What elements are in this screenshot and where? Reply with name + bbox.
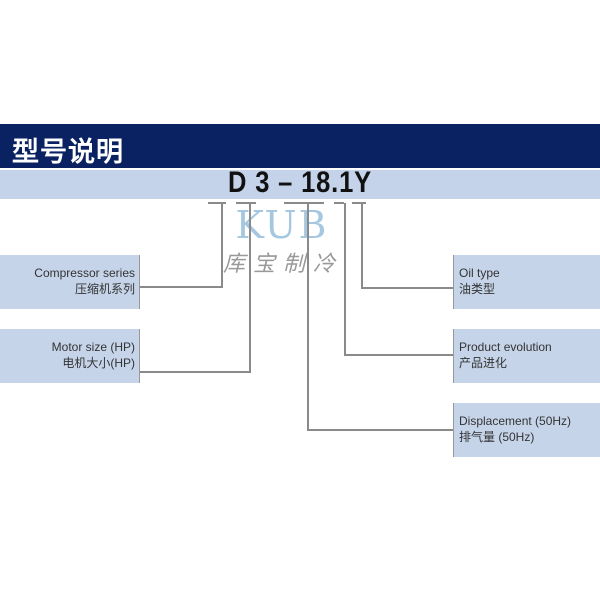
model-code-band [0, 170, 600, 199]
tick-oil [352, 202, 366, 204]
model-code: D 3 – 18.1Y [227, 166, 373, 199]
title-bar: 型号说明 [0, 124, 600, 168]
label-compressor-series: Compressor series 压缩机系列 [0, 255, 140, 309]
label-en: Compressor series [34, 266, 135, 280]
page-title: 型号说明 [12, 137, 124, 168]
watermark-text: 库宝制冷 [222, 252, 343, 277]
connector-displacement [307, 203, 309, 431]
label-zh: 排气量 (50Hz) [459, 430, 535, 444]
tick-series [208, 202, 226, 204]
connector-evolution [344, 203, 346, 356]
connector-series-h [140, 286, 223, 288]
label-en: Product evolution [459, 340, 552, 354]
watermark-logo: KUB [235, 203, 329, 247]
connector-motor [249, 203, 251, 373]
connector-evolution-h [344, 354, 453, 356]
label-zh: 油类型 [459, 282, 496, 296]
connector-displacement-h [307, 429, 453, 431]
connector-oil [361, 203, 363, 289]
label-displacement: Displacement (50Hz) 排气量 (50Hz) [453, 403, 600, 457]
tick-displacement [284, 202, 324, 204]
label-en: Motor size (HP) [51, 340, 135, 354]
label-zh: 压缩机系列 [74, 282, 135, 296]
tick-evolution [334, 202, 344, 204]
label-product-evolution: Product evolution 产品进化 [453, 329, 600, 383]
label-oil-type: Oil type 油类型 [453, 255, 600, 309]
label-en: Oil type [459, 266, 500, 280]
connector-motor-h [140, 371, 251, 373]
tick-motor [236, 202, 256, 204]
label-en: Displacement (50Hz) [459, 414, 572, 428]
connector-series [221, 203, 223, 288]
label-zh: 电机大小(HP) [62, 356, 135, 370]
connector-oil-h [361, 287, 453, 289]
label-zh: 产品进化 [459, 356, 508, 370]
label-motor-size: Motor size (HP) 电机大小(HP) [0, 329, 140, 383]
